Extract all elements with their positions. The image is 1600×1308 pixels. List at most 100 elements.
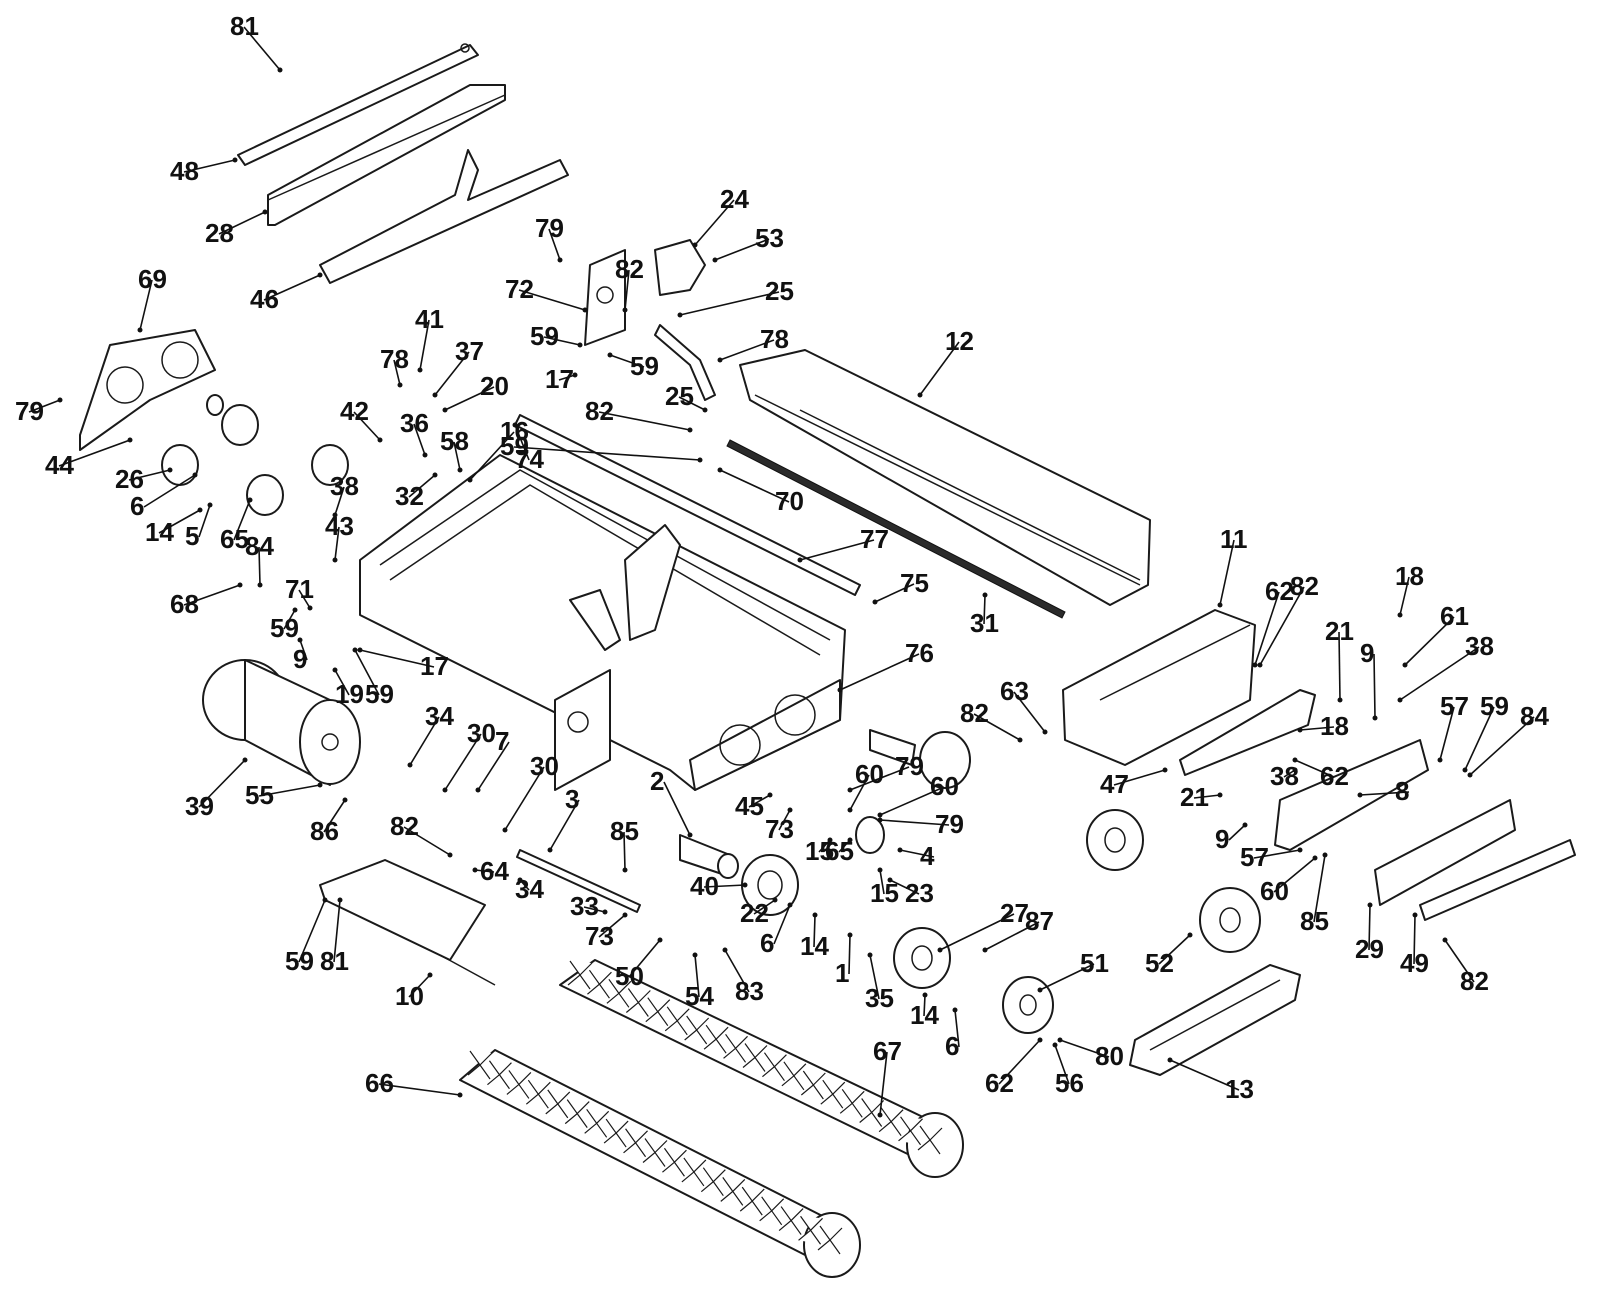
valve-24 [654, 239, 706, 296]
flange-right [1086, 809, 1144, 871]
leader-line [413, 423, 426, 456]
callout-label-62: 62 [985, 1068, 1014, 1098]
callout-label-64: 64 [480, 856, 509, 886]
leader-arrowhead [787, 902, 793, 908]
leader-line [609, 354, 645, 368]
leader-line [408, 474, 436, 498]
callout-label-15: 15 [805, 836, 834, 866]
callout-label-60: 60 [1260, 876, 1289, 906]
leader-arrowhead [357, 647, 363, 653]
leader-arrowhead [447, 852, 453, 858]
callout-label-82: 82 [960, 698, 989, 728]
leader-arrowhead [787, 807, 793, 813]
leader-arrowhead [167, 467, 173, 473]
leader-line [258, 784, 321, 797]
leader-arrowhead [1402, 662, 1408, 668]
callout-label-58: 58 [440, 426, 469, 456]
callout-label-8: 8 [1395, 776, 1409, 806]
callout-label-38: 38 [1270, 761, 1299, 791]
callout-label-44: 44 [45, 450, 74, 480]
brush-bristle [681, 1157, 707, 1187]
leader-line [198, 759, 246, 808]
leader-line [583, 906, 606, 913]
leader-line [393, 359, 401, 386]
callout-label-51: 51 [1080, 948, 1109, 978]
brush-bristle [645, 997, 671, 1027]
leader-line [243, 26, 281, 71]
brush-bristle [720, 1177, 746, 1206]
leader-line [513, 446, 701, 461]
cover-10 [319, 859, 496, 986]
callout-label-74: 74 [515, 444, 544, 474]
leader-arrowhead [687, 427, 693, 433]
leader-line [334, 669, 350, 696]
callout-label-60: 60 [930, 771, 959, 801]
leader-line [434, 351, 470, 396]
callout-label-18: 18 [1320, 711, 1349, 741]
callout-label-20: 20 [480, 371, 509, 401]
leader-line [548, 228, 561, 261]
callout-label-45: 45 [735, 791, 764, 821]
leader-line [984, 921, 1040, 951]
leader-arrowhead [1412, 912, 1418, 918]
leader-arrowhead [1017, 737, 1023, 743]
callout-label-18: 18 [1395, 561, 1424, 591]
callout-label-30: 30 [530, 751, 559, 781]
leader-arrowhead [692, 952, 698, 958]
leader-line [298, 899, 326, 963]
callout-label-67: 67 [873, 1036, 902, 1066]
leader-line [1253, 849, 1301, 859]
leader-line [1469, 716, 1535, 776]
leader-arrowhead [1322, 852, 1328, 858]
callout-label-79: 79 [895, 751, 924, 781]
leader-line [1193, 794, 1221, 799]
leader-line [283, 609, 296, 630]
callout-label-19: 19 [335, 679, 364, 709]
bracket-47 [1179, 689, 1316, 776]
leader-arrowhead [557, 257, 563, 263]
leader-line [1113, 769, 1166, 786]
leader-line [1158, 934, 1191, 965]
callout-label-81: 81 [320, 946, 349, 976]
leader-line [354, 649, 380, 696]
callout-label-36: 36 [400, 408, 429, 438]
callout-label-77: 77 [860, 524, 889, 554]
leader-line [558, 374, 576, 381]
leader-arrowhead [352, 647, 358, 653]
leader-arrowhead [922, 992, 928, 998]
leader-arrowhead [602, 909, 608, 915]
callout-label-79: 79 [15, 396, 44, 426]
leader-arrowhead [1437, 757, 1443, 763]
callout-label-69: 69 [138, 264, 167, 294]
brush-bristle [742, 1043, 768, 1072]
leader-arrowhead [1217, 602, 1223, 608]
leader-arrowhead [767, 792, 773, 798]
leader-line [899, 849, 935, 858]
callout-label-53: 53 [755, 223, 784, 253]
callout-label-85: 85 [610, 816, 639, 846]
bracket-49 [1419, 839, 1576, 921]
brush-bristle [587, 969, 612, 999]
motor-39 [202, 659, 361, 786]
callout-label-34: 34 [425, 701, 454, 731]
leader-line [1359, 791, 1410, 796]
leader-arrowhead [607, 352, 613, 358]
callout-label-12: 12 [945, 326, 974, 356]
callout-label-75: 75 [900, 568, 929, 598]
leader-line [1228, 824, 1246, 841]
callout-label-9: 9 [1360, 638, 1374, 668]
leader-line [263, 274, 321, 301]
leader-arrowhead [622, 912, 628, 918]
callout-label-23: 23 [905, 878, 934, 908]
callout-label-13: 13 [1225, 1074, 1254, 1104]
callout-label-11: 11 [1220, 524, 1248, 554]
brush-bristle [700, 1167, 726, 1197]
leader-line [678, 396, 706, 411]
leader-line [218, 211, 266, 235]
leader-arrowhead [127, 437, 133, 443]
callout-label-22: 22 [740, 898, 769, 928]
leader-arrowhead [1462, 767, 1468, 773]
leader-arrowhead [342, 797, 348, 803]
callout-label-83: 83 [735, 976, 764, 1006]
callout-label-33: 33 [570, 891, 599, 921]
